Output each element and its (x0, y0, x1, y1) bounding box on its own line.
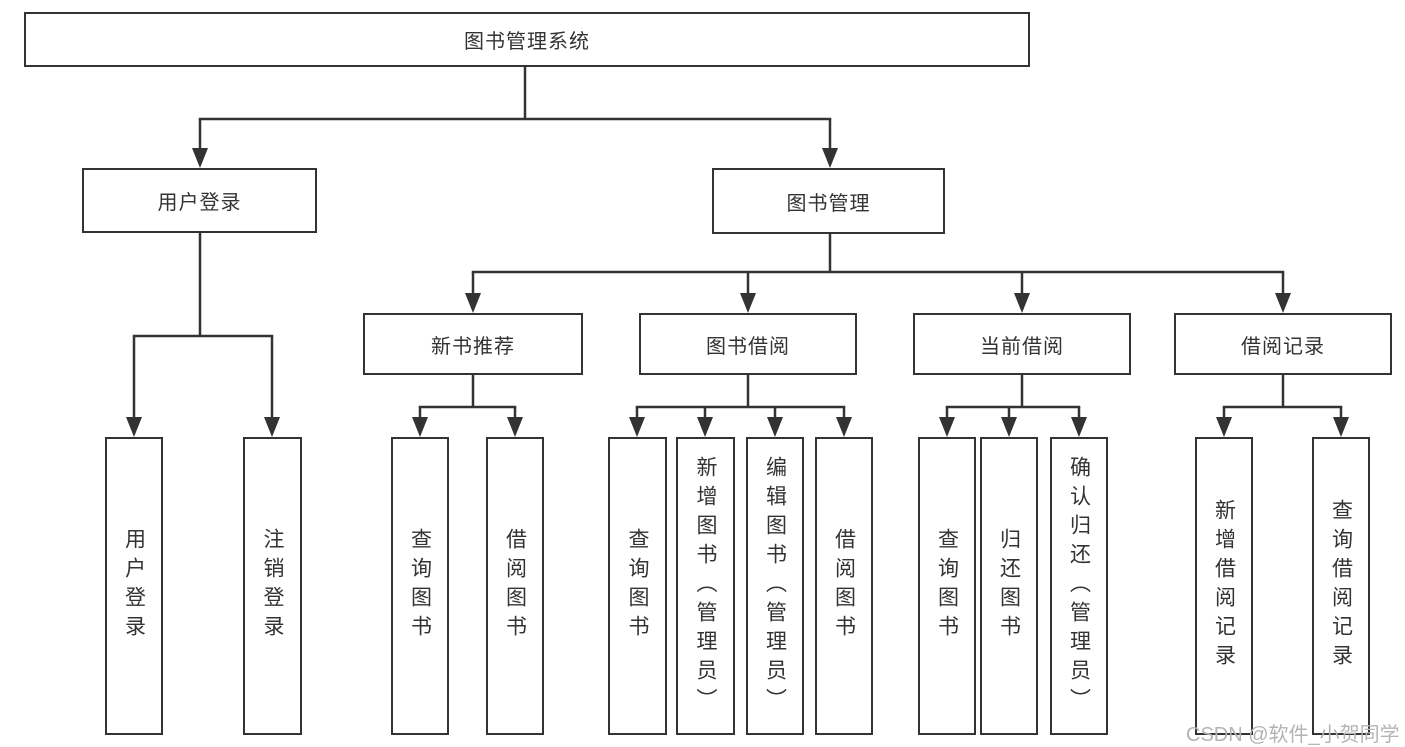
leaf-add-borrow-record-label: 新增借阅记录 (1212, 499, 1236, 673)
leaf-borrow-books: 借阅图书 (815, 437, 873, 735)
node-book-management: 图书管理 (712, 168, 945, 234)
leaf-recommend-borrow-books: 借阅图书 (486, 437, 544, 735)
leaf-borrow-query-books: 查询图书 (608, 437, 667, 735)
leaf-user-login-label: 用户登录 (122, 528, 146, 644)
leaf-edit-book-admin-label: 编辑图书（管理员） (763, 455, 787, 717)
leaf-confirm-return-admin: 确认归还（管理员） (1050, 437, 1108, 735)
leaf-recommend-query-books-label: 查询图书 (408, 528, 432, 644)
leaf-query-borrow-record: 查询借阅记录 (1312, 437, 1370, 735)
leaf-add-book-admin-label: 新增图书（管理员） (694, 455, 717, 717)
node-borrow-records: 借阅记录 (1174, 313, 1392, 375)
node-user-login-group: 用户登录 (82, 168, 317, 233)
node-library-system-label: 图书管理系统 (464, 31, 590, 53)
node-current-borrow-label: 当前借阅 (980, 335, 1064, 358)
leaf-add-book-admin: 新增图书（管理员） (676, 437, 735, 735)
node-new-book-recommend-label: 新书推荐 (431, 335, 515, 358)
node-book-management-label: 图书管理 (786, 192, 871, 215)
leaf-edit-book-admin: 编辑图书（管理员） (746, 437, 804, 735)
leaf-logout: 注销登录 (243, 437, 302, 735)
leaf-return-book: 归还图书 (980, 437, 1038, 735)
leaf-return-book-label: 归还图书 (997, 528, 1021, 644)
node-book-borrow-label: 图书借阅 (706, 335, 790, 358)
leaf-confirm-return-admin-label: 确认归还（管理员） (1067, 455, 1091, 717)
leaf-borrow-query-books-label: 查询图书 (626, 528, 649, 644)
leaf-logout-label: 注销登录 (261, 528, 284, 644)
node-new-book-recommend: 新书推荐 (363, 313, 583, 375)
node-book-borrow: 图书借阅 (639, 313, 857, 375)
leaf-recommend-borrow-books-label: 借阅图书 (503, 528, 527, 644)
leaf-recommend-query-books: 查询图书 (391, 437, 449, 735)
node-current-borrow: 当前借阅 (913, 313, 1131, 375)
node-user-login-group-label: 用户登录 (157, 192, 242, 214)
leaf-current-query-books-label: 查询图书 (935, 528, 959, 644)
node-borrow-records-label: 借阅记录 (1241, 335, 1325, 358)
leaf-user-login: 用户登录 (105, 437, 163, 735)
leaf-borrow-books-label: 借阅图书 (832, 528, 856, 644)
csdn-watermark: CSDN @软件_小贺同学 (1186, 724, 1400, 746)
leaf-query-borrow-record-label: 查询借阅记录 (1329, 499, 1353, 673)
leaf-add-borrow-record: 新增借阅记录 (1195, 437, 1253, 735)
node-library-system: 图书管理系统 (24, 12, 1030, 67)
leaf-current-query-books: 查询图书 (918, 437, 976, 735)
